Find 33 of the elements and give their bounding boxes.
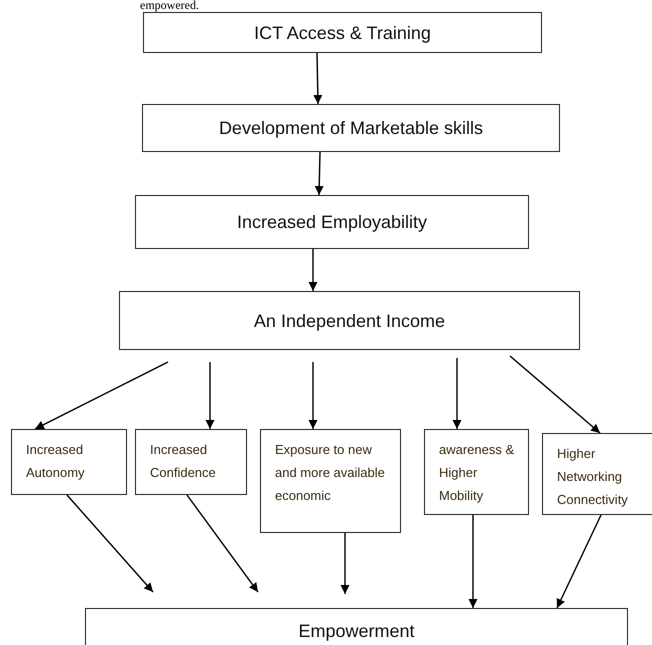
process-box	[135, 429, 247, 495]
arrow	[206, 362, 214, 429]
process-box	[119, 291, 580, 350]
arrow	[556, 514, 602, 608]
box-label: Exposure to new and more available economic	[275, 441, 386, 505]
arrow	[34, 361, 168, 430]
process-box	[260, 429, 401, 533]
process-box	[85, 608, 628, 645]
box-label: Increased Employability	[236, 211, 428, 233]
box-label: Empowerment	[298, 620, 415, 642]
process-box	[135, 195, 529, 249]
arrow	[186, 494, 259, 592]
arrow	[510, 355, 600, 434]
box-label: Development of Marketable skills	[218, 117, 484, 139]
arrow	[452, 358, 462, 429]
arrow	[314, 152, 324, 196]
arrow	[468, 515, 478, 608]
box-label: awareness & Higher Mobility	[439, 441, 516, 505]
process-box	[11, 429, 127, 495]
box-label: An Independent Income	[254, 310, 446, 332]
process-box	[542, 433, 652, 515]
box-label: Increased Confidence	[150, 441, 217, 482]
arrow	[340, 533, 350, 594]
arrow	[308, 249, 318, 291]
arrow	[313, 52, 322, 104]
box-label: Increased Autonomy	[26, 441, 86, 482]
box-label: Higher Networking Connectivity	[557, 445, 629, 509]
process-box	[143, 12, 542, 53]
arrow	[66, 494, 154, 592]
box-label: ICT Access & Training	[254, 22, 431, 44]
process-box	[142, 104, 560, 152]
process-box	[424, 429, 529, 515]
arrow	[308, 362, 318, 429]
